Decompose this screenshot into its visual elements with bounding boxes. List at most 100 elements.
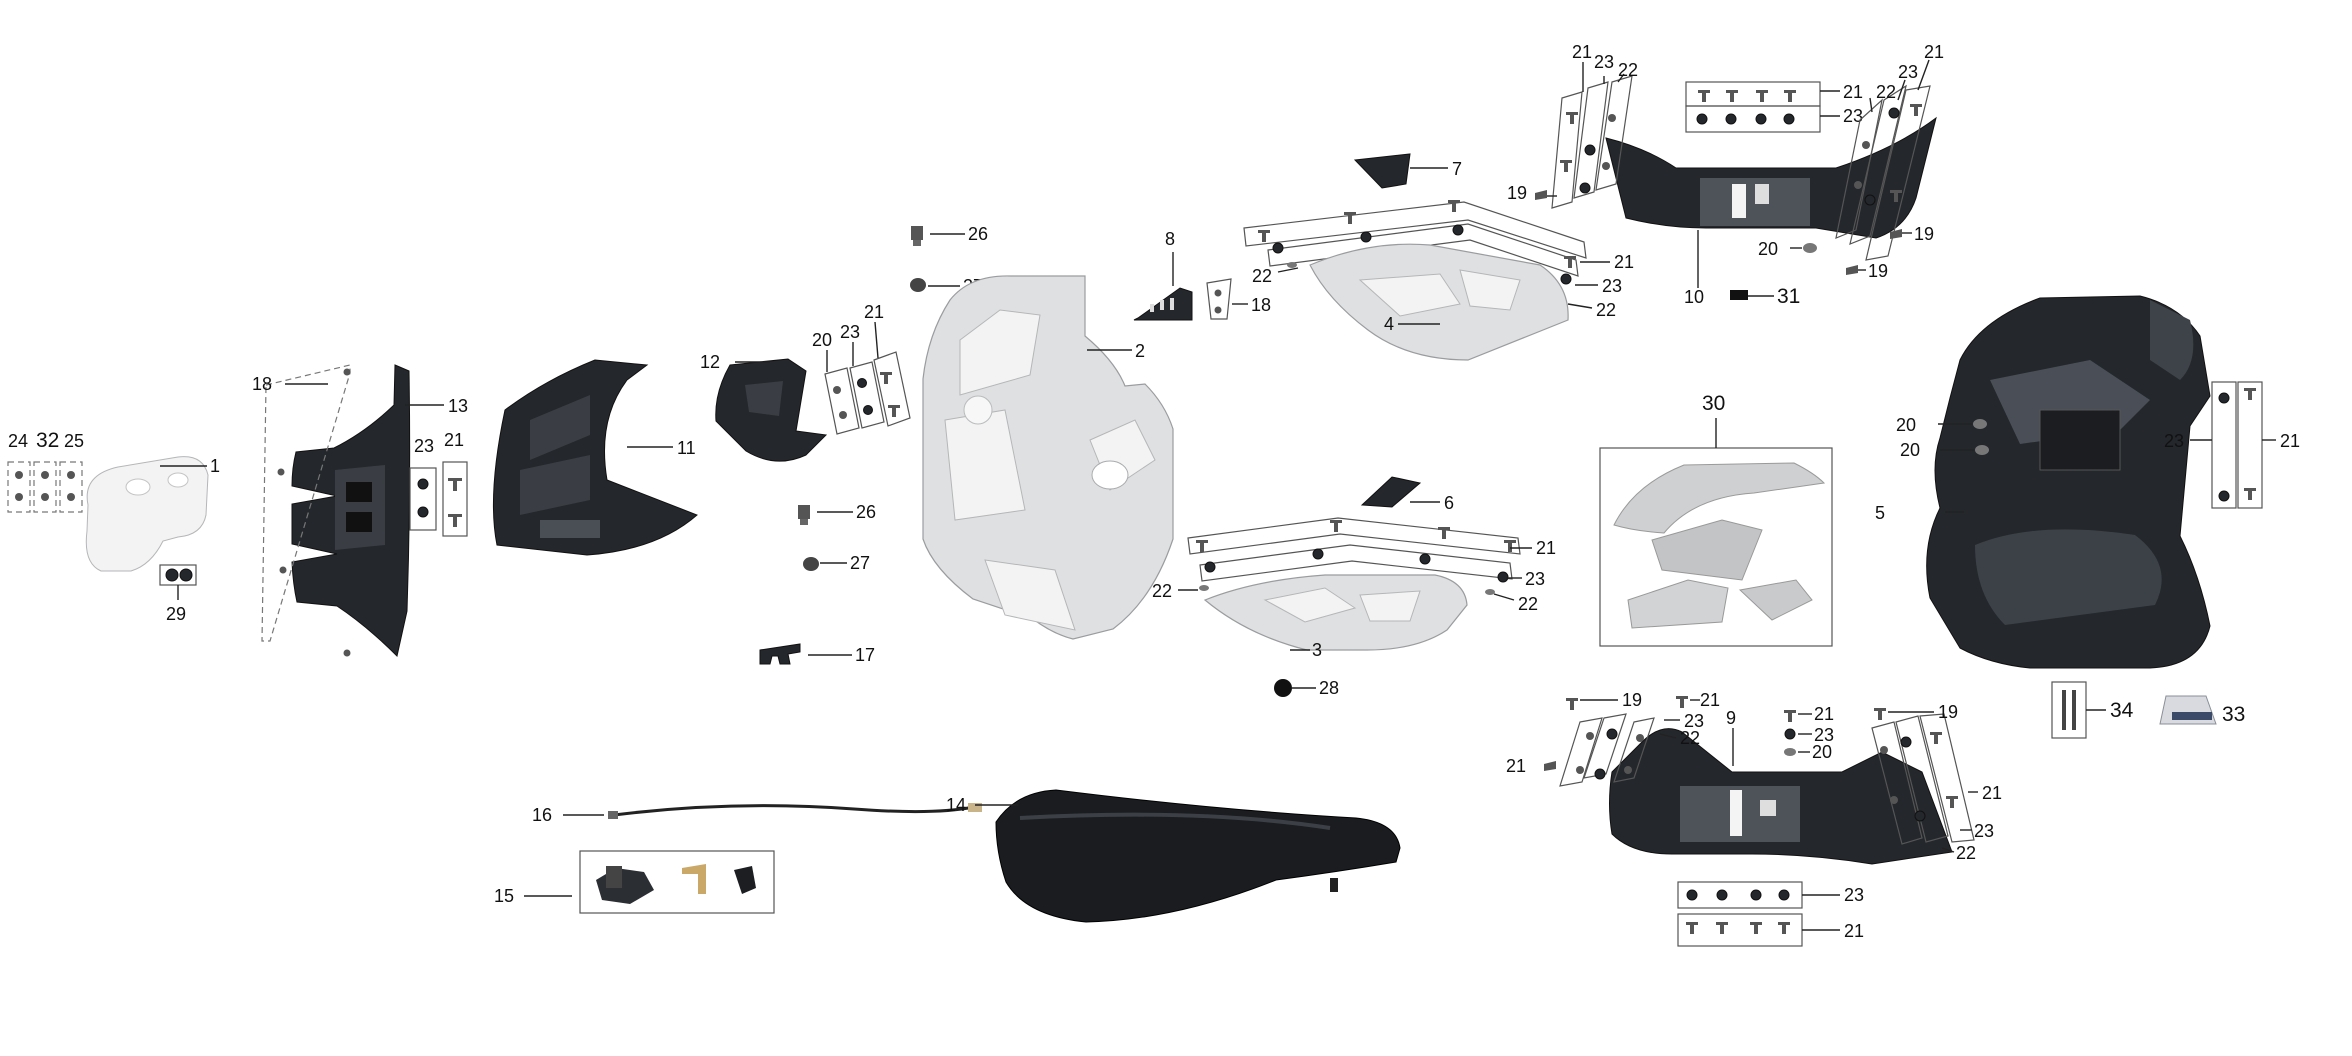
label-14: 14 xyxy=(946,795,966,815)
part-16-cable xyxy=(608,803,982,819)
label-19d: 19 xyxy=(1622,690,1642,710)
hardware-24-32-25 xyxy=(7,461,83,513)
part-5-rear-fender xyxy=(1926,295,2211,669)
label-23d: 23 xyxy=(1525,569,1545,589)
label-21b: 21 xyxy=(864,302,884,322)
label-20d: 20 xyxy=(1900,440,1920,460)
label-21e: 21 xyxy=(1572,42,1592,62)
label-22e: 22 xyxy=(1618,60,1638,80)
label-27b: 27 xyxy=(850,553,870,573)
part-10-upper-footwell xyxy=(1605,116,1937,239)
label-32: 32 xyxy=(36,429,59,452)
label-19e: 19 xyxy=(1938,702,1958,722)
label-23j: 23 xyxy=(1814,725,1834,745)
label-8: 8 xyxy=(1165,229,1175,249)
label-22b: 22 xyxy=(1252,266,1272,286)
label-23e: 23 xyxy=(1594,52,1614,72)
label-23b: 23 xyxy=(840,322,860,342)
label-33: 33 xyxy=(2222,703,2245,726)
label-10: 10 xyxy=(1684,287,1704,307)
label-21m: 21 xyxy=(1844,921,1864,941)
label-23h: 23 xyxy=(2164,431,2184,451)
part-6-pad xyxy=(1360,476,1422,508)
part-27-grommet-top xyxy=(910,278,926,292)
part-15-switch-kit xyxy=(579,850,775,914)
label-6: 6 xyxy=(1444,493,1454,513)
label-22g: 22 xyxy=(1680,728,1700,748)
label-16: 16 xyxy=(532,805,552,825)
label-19a: 19 xyxy=(1507,183,1527,203)
label-5: 5 xyxy=(1875,503,1885,523)
part-1-bracket xyxy=(85,456,209,572)
label-22c: 22 xyxy=(1518,594,1538,614)
label-23a: 23 xyxy=(414,436,434,456)
part-9-lower-footwell xyxy=(1609,728,1953,865)
upper-footwell-hw-right xyxy=(1835,84,1931,261)
lower-footwell-hw-left xyxy=(1559,713,1655,787)
part-33-bracket xyxy=(2159,695,2217,725)
bumper-screws-21 xyxy=(442,461,468,537)
label-20c: 20 xyxy=(1896,415,1916,435)
label-23f: 23 xyxy=(1843,106,1863,126)
part-26-bolt-top xyxy=(911,226,923,246)
label-21g: 21 xyxy=(1924,42,1944,62)
label-29: 29 xyxy=(166,604,186,624)
label-15: 15 xyxy=(494,886,514,906)
part-3-lower-footrest xyxy=(1203,574,1468,651)
label-21c: 21 xyxy=(1614,252,1634,272)
part-34-studs xyxy=(2051,681,2087,739)
label-30: 30 xyxy=(1702,392,1725,415)
part-4-upper-footrest xyxy=(1309,243,1569,361)
label-21l: 21 xyxy=(1982,783,2002,803)
label-1: 1 xyxy=(210,456,220,476)
label-18b: 18 xyxy=(1251,295,1271,315)
label-21i: 21 xyxy=(1700,690,1720,710)
part-28-plug xyxy=(1274,679,1292,697)
part-31-block xyxy=(1730,290,1748,300)
part-7-pad xyxy=(1353,153,1411,189)
label-11: 11 xyxy=(677,438,696,458)
part-2-front-fender xyxy=(922,275,1174,640)
lower-footwell-hw-bottom xyxy=(1677,881,1803,947)
label-21k: 21 xyxy=(1814,704,1834,724)
part-29-clips xyxy=(159,564,197,586)
label-17: 17 xyxy=(855,645,875,665)
label-19c: 19 xyxy=(1868,261,1888,281)
part-13-front-bumper xyxy=(291,364,411,657)
label-26a: 26 xyxy=(968,224,988,244)
label-23k: 23 xyxy=(1974,821,1994,841)
label-13: 13 xyxy=(448,396,468,416)
label-34: 34 xyxy=(2110,699,2134,722)
label-22d: 22 xyxy=(1152,581,1172,601)
part-17-clip xyxy=(759,643,801,665)
label-18a: 18 xyxy=(252,374,272,394)
label-21f: 21 xyxy=(1843,82,1863,102)
label-7: 7 xyxy=(1452,159,1462,179)
label-23l: 23 xyxy=(1844,885,1864,905)
hardware-strip-upper-4 xyxy=(1243,200,1587,301)
hardware-strip-lower-3 xyxy=(1187,517,1521,595)
label-9: 9 xyxy=(1726,708,1736,728)
part-8-ornament xyxy=(1133,287,1193,321)
upper-footwell-hw-top xyxy=(1685,81,1821,133)
label-20e: 20 xyxy=(1812,742,1832,762)
part-30-decal-kit xyxy=(1599,447,1833,647)
label-23i: 23 xyxy=(1684,711,1704,731)
label-26b: 26 xyxy=(856,502,876,522)
label-21a: 21 xyxy=(444,430,464,450)
label-23c: 23 xyxy=(1602,276,1622,296)
bumper-bolts-group-18 xyxy=(261,364,351,657)
label-22h: 22 xyxy=(1956,843,1976,863)
part-27-grommet-mid xyxy=(803,557,819,571)
part-14-seat xyxy=(995,789,1401,923)
label-2: 2 xyxy=(1135,341,1145,361)
lower-footwell-hw-right xyxy=(1871,713,1975,845)
label-20b: 20 xyxy=(1758,239,1778,259)
ornament-screws-18 xyxy=(1206,278,1232,320)
part-11-front-grille xyxy=(492,359,698,556)
label-28: 28 xyxy=(1319,678,1339,698)
label-22f: 22 xyxy=(1876,82,1896,102)
label-21h: 21 xyxy=(2280,431,2300,451)
label-3: 3 xyxy=(1312,640,1322,660)
